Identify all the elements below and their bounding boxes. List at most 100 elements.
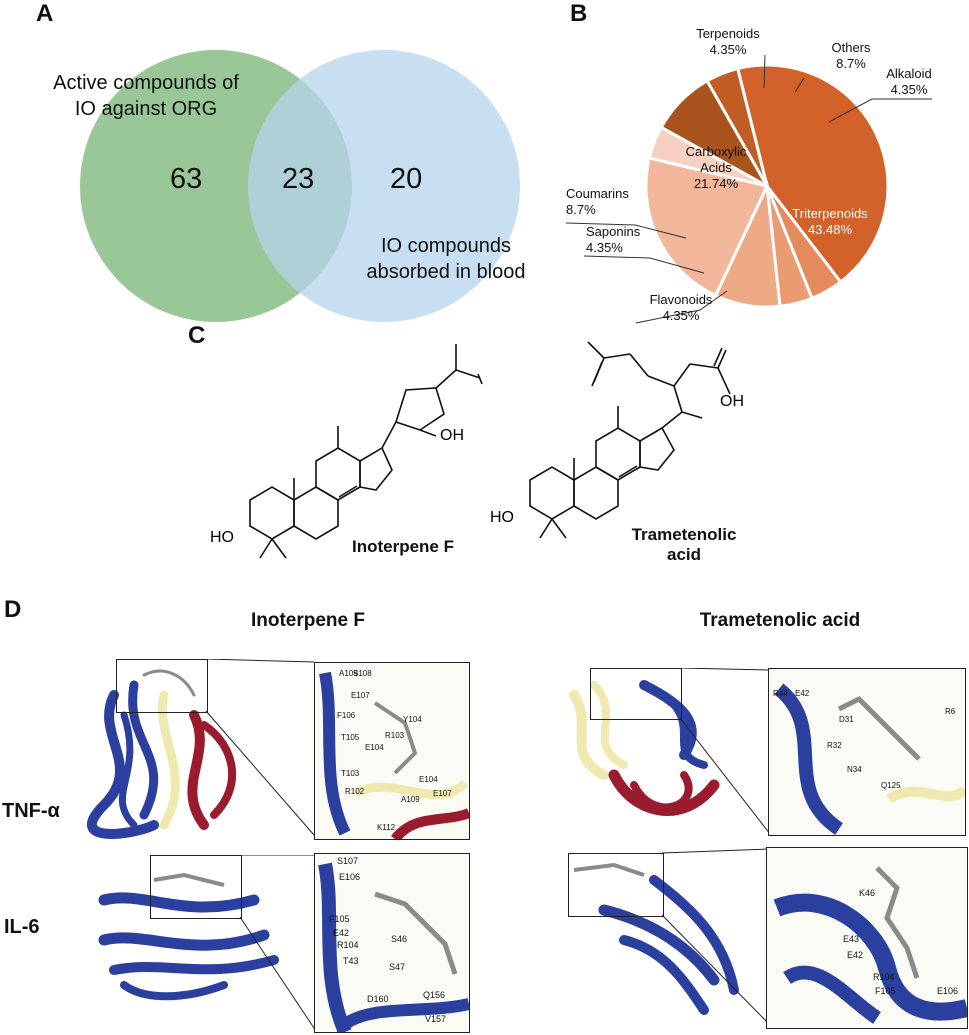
il6-left-res-4: E42 [333,928,350,938]
tnf-left-res-2: S108 [353,669,372,678]
docking-title-left: Inoterpene F [250,610,365,631]
il6-left-res-3: F105 [329,914,350,924]
pie-slice-alkaloid [705,66,769,187]
trametenolic-acid-label: Trametenolic acid [624,525,744,565]
il6-inoterpene-protein [98,872,279,1001]
inoterpene-f-label: Inoterpene F [351,537,454,556]
tnf-left-res-14: K112 [377,823,396,832]
pie-label-flavonoids-pct: 4.35% [662,308,700,323]
il6-left-res-7: S46 [391,934,408,944]
tnf-right-res-7: R6 [945,707,956,716]
tnf-left-res-5: T105 [341,733,360,742]
pie-slice-triterpenoids [735,63,890,285]
tnf-left-res-1: A109 [339,669,358,678]
leader-flavonoids [635,290,728,324]
tnf-right-selection-box [590,668,682,720]
pie-label-flavonoids-name: Flavonoids [649,292,713,307]
venn-left-count: 63 [170,163,203,195]
pie-label-alkaloid-pct: 4.35% [890,82,928,97]
row-label-il6: IL-6 [4,916,40,938]
structure-trametenolic-acid: OH HO [490,341,744,539]
panel-label-b: B [570,0,588,27]
venn-circle-right [248,50,520,322]
pie-label-triterpenoids-pct: 43.48% [807,222,853,237]
pie-label-carboxylic-name: Carboxylic Acids [685,144,747,175]
pie-label-terpenoids-name: Terpenoids [696,26,760,41]
venn-right-label: IO compounds absorbed in blood [366,235,526,283]
il6-left-zoom-lines [239,855,316,1032]
structure-inoterpene-f: OH HO [210,344,483,559]
pie-slice-carboxylic-acids [644,156,770,298]
tnf-left-res-12: A109 [401,795,420,804]
row-label-tnf: TNF-α [2,800,60,822]
tnf-right-res-1: R44 [773,689,788,698]
tnf-right-res-3: D31 [839,715,854,724]
tnf-right-zoom-art [774,683,965,835]
trametenolic-acid-label-line2: acid [666,545,702,564]
il6-left-res-5: R104 [337,940,359,950]
il6-left-res-6: T43 [343,956,359,966]
trametenolic-acid-label-line1: Trametenolic [631,525,737,544]
pie-label-terpenoids-pct: 4.35% [709,42,747,57]
il6-left-selection-box [150,855,242,919]
pie-chart [565,54,932,324]
pie-label-saponins: Saponins 4.35% [586,224,676,256]
venn-overlap-count: 23 [282,163,315,195]
tnf-trametenolic-protein [569,680,720,816]
tnf-left-res-3: E107 [351,691,370,700]
il6-right-selection-box [568,853,664,917]
tnf-left-res-8: Y104 [403,715,422,724]
il6-left-res-9: D160 [367,994,389,1004]
il6-right-zoom-lines [661,848,769,1024]
panel-label-a: A [36,0,54,27]
trametenolic-ho-label: HO [490,509,514,526]
tnf-left-res-13: E107 [433,789,452,798]
leader-saponins [583,255,705,274]
tnf-right-zoom: R44 E42 D31 R32 N34 Q125 R6 [768,668,966,836]
il6-right-res-4: R104 [873,972,895,982]
il6-left-res-2: E106 [339,872,361,882]
tnf-right-zoom-lines [679,668,771,835]
pie-label-triterpenoids-name: Triterpenoids [792,206,868,221]
pie-label-others: Others 8.7% [816,40,886,72]
tnf-right-res-2: E42 [795,689,810,698]
pie-label-saponins-pct: 4.35% [586,240,623,255]
tnf-left-selection-box [116,659,208,713]
tnf-right-res-6: Q125 [881,781,901,790]
venn-left-label: Active compounds of IO against ORG [53,72,239,120]
il6-trametenolic-protein [573,862,739,1015]
tnf-left-res-6: E104 [365,743,384,752]
il6-left-res-1: S107 [337,856,359,866]
il6-left-zoom-art [318,862,469,1032]
il6-right-res-2: E43 [843,934,860,944]
tnf-left-res-7: R103 [385,731,405,740]
il6-right-res-3: E42 [847,950,864,960]
tnf-left-zoom-art [319,671,469,839]
il6-right-res-5: F105 [875,986,896,996]
leader-others [794,77,805,93]
leader-alkaloid [828,98,932,123]
leader-coumarins [565,222,687,239]
pie-label-alkaloid-name: Alkaloid [886,66,932,81]
pie-label-coumarins-name: Coumarins [566,186,629,201]
tnf-left-res-11: E104 [419,775,438,784]
pie-label-flavonoids: Flavonoids 4.35% [636,292,726,324]
tnf-left-zoom: A109 S108 E107 F106 T105 E104 R103 Y104 … [314,662,470,840]
pie-label-terpenoids: Terpenoids 4.35% [675,26,781,58]
pie-label-triterpenoids: Triterpenoids 43.48% [780,206,880,238]
pie-label-coumarins-pct: 8.7% [566,202,596,217]
panel-label-d: D [4,596,22,623]
pie-label-others-pct: 8.7% [836,56,866,71]
il6-left-res-11: V157 [425,1014,447,1024]
il6-right-res-1: K46 [859,888,876,898]
panel-label-c: C [188,322,206,349]
tnf-left-res-4: F106 [337,711,356,720]
pie-label-carboxylic: Carboxylic Acids 21.74% [671,144,761,192]
tnf-left-zoom-lines [205,659,315,836]
tnf-inoterpene-protein [86,669,236,839]
pie-label-alkaloid: Alkaloid 4.35% [874,66,944,98]
venn-diagram [80,50,520,322]
leader-terpenoids [763,54,766,89]
tnf-right-res-4: R32 [827,741,842,750]
pie-label-carboxylic-pct: 21.74% [693,176,739,191]
